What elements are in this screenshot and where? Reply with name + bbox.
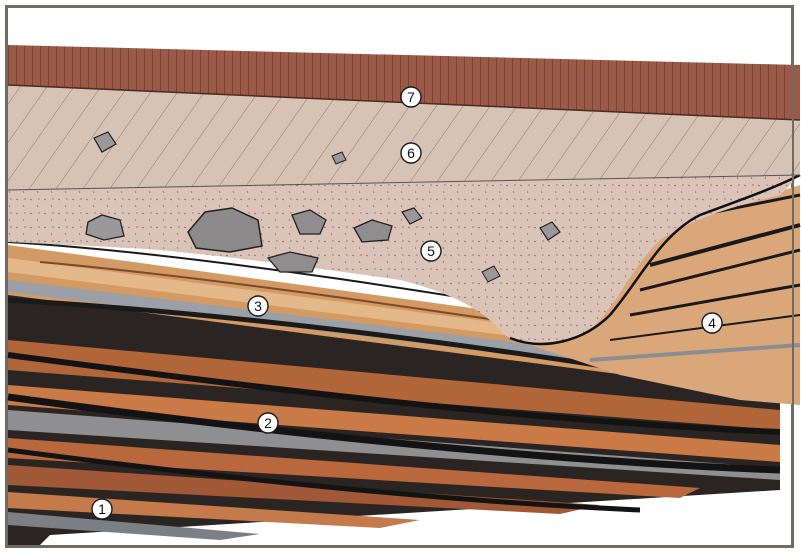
svg-text:3: 3 <box>254 298 262 314</box>
svg-text:1: 1 <box>98 501 106 517</box>
label-5: 5 <box>421 241 441 261</box>
svg-text:7: 7 <box>407 89 415 105</box>
svg-text:5: 5 <box>427 243 435 259</box>
label-4: 4 <box>702 313 722 333</box>
svg-text:2: 2 <box>264 415 272 431</box>
svg-text:4: 4 <box>708 315 716 331</box>
label-1: 1 <box>92 499 112 519</box>
svg-text:6: 6 <box>407 145 415 161</box>
label-2: 2 <box>258 413 278 433</box>
label-6: 6 <box>401 143 421 163</box>
label-7: 7 <box>401 87 421 107</box>
label-3: 3 <box>248 296 268 316</box>
